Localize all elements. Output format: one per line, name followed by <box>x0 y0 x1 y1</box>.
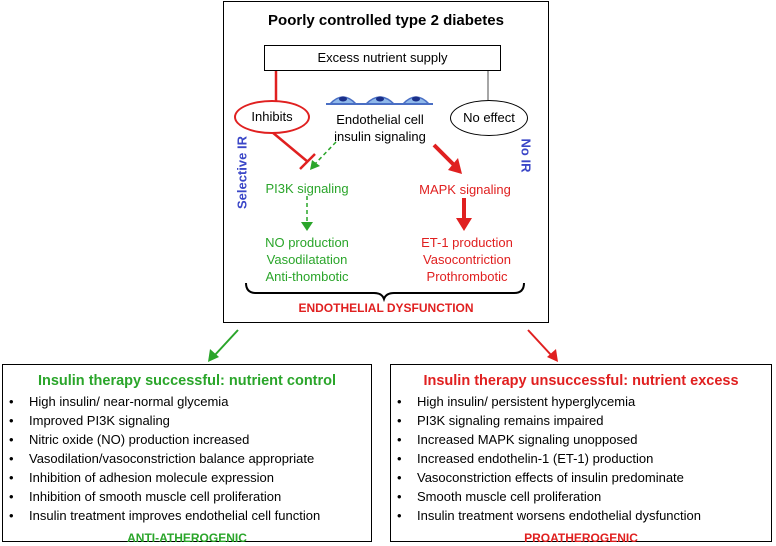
left-panel-title: Insulin therapy successful: nutrient con… <box>37 373 337 389</box>
outcome-vasodilatation: Vasodilatation <box>266 252 348 267</box>
anti-atherogenic-label: ANTI-ATHEROGENIC <box>127 531 247 545</box>
list-item: Inhibition of adhesion molecule expressi… <box>7 468 371 487</box>
green-arrowhead-1 <box>310 160 320 170</box>
red-arrowhead-1 <box>448 158 462 174</box>
inhibit-bar <box>299 153 316 170</box>
right-outcomes: ET-1 production Vasocontriction Prothrom… <box>404 234 530 285</box>
pi3k-signaling-label: PI3K signaling <box>265 181 349 196</box>
inhibit-line <box>271 131 309 163</box>
list-item: Insulin treatment improves endothelial c… <box>7 506 371 525</box>
list-item: Improved PI3K signaling <box>7 411 371 430</box>
green-down-arrow <box>213 329 239 357</box>
right-panel-title: Insulin therapy unsuccessful: nutrient e… <box>423 373 739 389</box>
diagram-title: Poorly controlled type 2 diabetes <box>268 12 504 29</box>
green-dashed-arrow-1 <box>313 141 337 166</box>
list-item: Nitric oxide (NO) production increased <box>7 430 371 449</box>
list-item: Insulin treatment worsens endothelial dy… <box>395 506 771 525</box>
endothelial-dysfunction-label: ENDOTHELIAL DYSFUNCTION <box>298 301 474 315</box>
outcome-no-production: NO production <box>265 235 349 250</box>
green-arrowhead-2 <box>301 222 313 231</box>
red-down-arrow <box>527 329 553 357</box>
nutrient-supply-label: Excess nutrient supply <box>317 50 448 65</box>
outcome-anti-thrombotic: Anti-thombotic <box>265 269 349 284</box>
no-effect-label: No effect <box>463 110 515 125</box>
inhibits-label: Inhibits <box>251 109 293 124</box>
endothelial-signaling-label: Endothelial cell insulin signaling <box>318 111 442 145</box>
nutrient-supply-box: Excess nutrient supply <box>264 45 501 71</box>
red-arrow-1 <box>432 143 456 167</box>
no-ir-label: No IR <box>518 138 534 173</box>
list-item: Vasodilation/vasoconstriction balance ap… <box>7 449 371 468</box>
dysfunction-bracket <box>245 282 525 303</box>
endothelial-line1: Endothelial cell <box>336 112 424 127</box>
inhibits-ellipse: Inhibits <box>234 100 310 134</box>
red-arrowhead-2 <box>456 218 472 231</box>
list-item: High insulin/ near-normal glycemia <box>7 392 371 411</box>
list-item: High insulin/ persistent hyperglycemia <box>395 392 771 411</box>
outcome-et1-production: ET-1 production <box>421 235 513 250</box>
outcome-prothrombotic: Prothrombotic <box>426 269 508 284</box>
endothelial-cells-icon <box>326 96 433 105</box>
list-item: Vasoconstriction effects of insulin pred… <box>395 468 771 487</box>
list-item: Inhibition of smooth muscle cell prolife… <box>7 487 371 506</box>
list-item: Increased endothelin-1 (ET-1) production <box>395 449 771 468</box>
mapk-signaling-label: MAPK signaling <box>419 182 511 197</box>
list-item: Smooth muscle cell proliferation <box>395 487 771 506</box>
selective-ir-label: Selective IR <box>234 136 250 209</box>
green-down-arrowhead <box>208 349 219 362</box>
proatherogenic-label: PROATHEROGENIC <box>524 531 638 545</box>
red-down-arrowhead <box>547 349 558 362</box>
right-outcome-panel: Insulin therapy unsuccessful: nutrient e… <box>390 364 772 545</box>
left-panel-list: High insulin/ near-normal glycemia Impro… <box>7 392 371 525</box>
endothelial-line2: insulin signaling <box>334 129 426 144</box>
no-effect-ellipse: No effect <box>450 100 528 136</box>
left-outcomes: NO production Vasodilatation Anti-thombo… <box>244 234 370 285</box>
list-item: Increased MAPK signaling unopposed <box>395 430 771 449</box>
left-outcome-panel: Insulin therapy successful: nutrient con… <box>2 364 372 545</box>
right-panel-list: High insulin/ persistent hyperglycemia P… <box>395 392 771 525</box>
list-item: PI3K signaling remains impaired <box>395 411 771 430</box>
outcome-vasoconstriction: Vasocontriction <box>423 252 511 267</box>
